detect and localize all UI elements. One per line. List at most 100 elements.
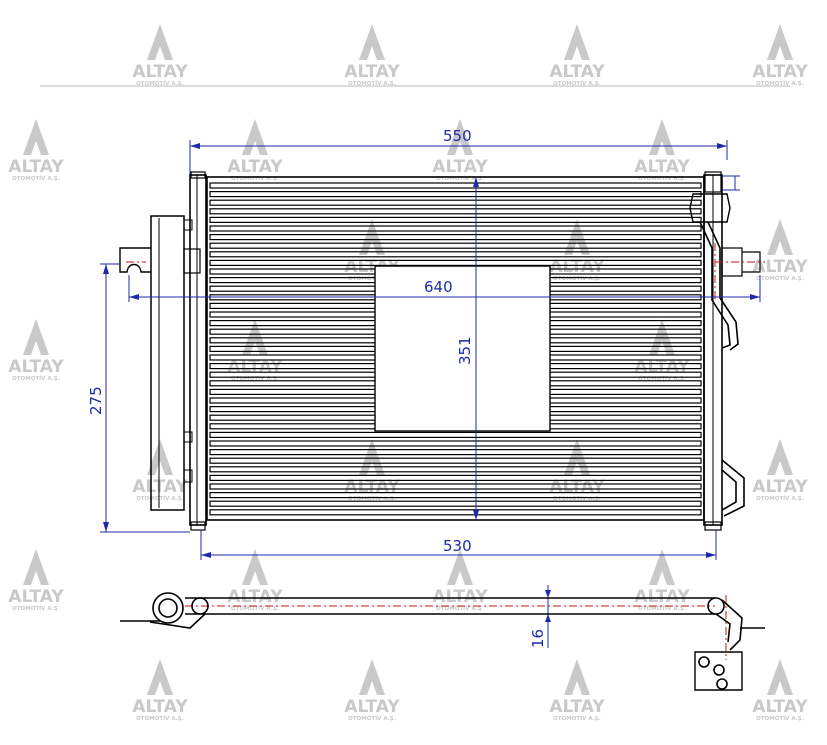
altay-logo-subtitle: OTOMOTİV A.Ş. (553, 275, 601, 282)
altay-logo-text: ALTAY (549, 697, 605, 717)
altay-logo-subtitle: OTOMOTİV A.Ş. (231, 175, 279, 182)
altay-logo-subtitle: OTOMOTİV A.Ş. (553, 80, 601, 87)
altay-logo-subtitle: OTOMOTİV A.Ş. (436, 175, 484, 182)
fin-tube (209, 242, 702, 249)
altay-logo-mark (564, 24, 590, 60)
altay-logo-subtitle: OTOMOTİV A.Ş. (348, 80, 396, 87)
altay-logo-text: ALTAY (752, 257, 808, 277)
fin-tube (209, 216, 702, 223)
altay-logo-text: ALTAY (432, 587, 488, 607)
fin-tube (209, 182, 702, 189)
altay-logo-mark (359, 439, 385, 475)
altay-logo-text: ALTAY (227, 157, 283, 177)
altay-logo-mark (23, 549, 49, 585)
altay-logo-mark (242, 119, 268, 155)
altay-logo-text: ALTAY (752, 477, 808, 497)
altay-logo-subtitle: OTOMOTİV A.Ş. (756, 80, 804, 87)
dim-351-arrow-top (473, 177, 479, 187)
fin-tube (209, 251, 702, 258)
altay-logo-text: ALTAY (752, 697, 808, 717)
altay-logo-subtitle: OTOMOTİV A.Ş. (756, 715, 804, 722)
side-right-bolt-3 (716, 678, 728, 690)
altay-logo-mark (767, 24, 793, 60)
side-right-block (694, 651, 743, 691)
outlet-pipe (721, 469, 737, 511)
altay-logo-subtitle: OTOMOTİV A.Ş. (348, 715, 396, 722)
dim-275-label: 275 (87, 386, 105, 415)
altay-logo-mark (649, 319, 675, 355)
fin-tube (209, 449, 702, 456)
altay-logo-text: ALTAY (549, 62, 605, 82)
dim-550-arrow-left (190, 143, 200, 149)
side-left-bracket (149, 613, 206, 629)
altay-logo-subtitle: OTOMOTİV A.Ş. (756, 275, 804, 282)
condenser-side-view (120, 592, 765, 691)
side-left-receiver-inner (158, 598, 178, 618)
label-window (374, 265, 551, 432)
altay-logo-mark (147, 659, 173, 695)
altay-logo-mark (359, 24, 385, 60)
dim-530-label: 530 (443, 537, 472, 555)
dim-16-arrow-bottom (545, 614, 551, 622)
fin-tube (209, 191, 702, 198)
altay-logo-subtitle: OTOMOTİV A.Ş. (553, 715, 601, 722)
altay-logo-subtitle: OTOMOTİV A.Ş. (12, 605, 60, 612)
side-right-bolt-1 (698, 656, 710, 668)
fin-tube (209, 225, 702, 232)
altay-logo-text: ALTAY (344, 697, 400, 717)
dim-550-label: 550 (443, 127, 472, 145)
inlet-pipe-outer (707, 221, 739, 351)
dim-640-arrow-left (129, 294, 139, 300)
altay-logo-subtitle: OTOMOTİV A.Ş. (231, 605, 279, 612)
left-tank-bottom-cap (190, 521, 206, 531)
fin-tube (209, 492, 702, 499)
dimension-lines (100, 140, 761, 648)
altay-logo-mark (564, 219, 590, 255)
dim-351-arrow-bottom (473, 510, 479, 520)
altay-logo-subtitle: OTOMOTİV A.Ş. (12, 175, 60, 182)
fin-tube (209, 457, 702, 464)
altay-logo-mark (242, 549, 268, 585)
dim-530-arrow-left (201, 552, 211, 558)
altay-logo-text: ALTAY (549, 477, 605, 497)
altay-logo-mark (23, 319, 49, 355)
altay-logo-text: ALTAY (8, 587, 64, 607)
altay-logo-mark (359, 219, 385, 255)
altay-logo-mark (359, 659, 385, 695)
dim-640-label: 640 (424, 278, 453, 296)
dim-640-arrow-right (750, 294, 760, 300)
altay-logo-mark (767, 219, 793, 255)
side-right-end-cap (707, 597, 725, 615)
altay-logo-mark (564, 659, 590, 695)
left-bracket-clip (183, 248, 201, 274)
outlet-pipe-outer (721, 459, 745, 517)
left-tank-lug-1 (183, 219, 193, 231)
altay-logo-mark (23, 119, 49, 155)
dim-530-arrow-right (706, 552, 716, 558)
altay-logo-subtitle: OTOMOTİV A.Ş. (638, 175, 686, 182)
altay-logo-subtitle: OTOMOTİV A.Ş. (436, 605, 484, 612)
altay-logo-text: ALTAY (549, 257, 605, 277)
altay-logo-subtitle: OTOMOTİV A.Ş. (12, 375, 60, 382)
fin-tube (209, 483, 702, 490)
side-right-bolt-2 (713, 664, 725, 676)
altay-logo-text: ALTAY (634, 157, 690, 177)
altay-logo-text: ALTAY (752, 62, 808, 82)
altay-logo-subtitle: OTOMOTİV A.Ş. (348, 275, 396, 282)
